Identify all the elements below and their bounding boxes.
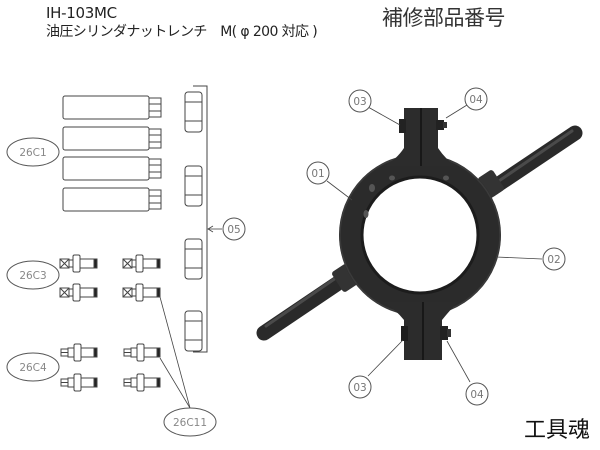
nut: [184, 165, 203, 207]
hex-tip-bolts: [60, 343, 161, 392]
square-head-bolt: [122, 283, 161, 302]
square-head-bolt: [59, 254, 98, 273]
svg-text:04: 04: [470, 389, 484, 401]
square-head-bolt: [122, 254, 161, 273]
nut-wrench: [256, 108, 583, 360]
svg-text:05: 05: [227, 224, 240, 236]
svg-text:02: 02: [547, 254, 560, 266]
svg-text:26C4: 26C4: [19, 362, 47, 374]
nuts-bracket: [193, 85, 208, 353]
label-02: 02: [542, 247, 566, 271]
leader-26C11-b: [159, 357, 191, 409]
label-01: 01: [306, 161, 330, 185]
label-26C4: 26C4: [6, 352, 60, 382]
arrow-05: [207, 225, 214, 233]
label-04-top: 04: [464, 87, 488, 111]
svg-text:01: 01: [311, 168, 324, 180]
svg-text:03: 03: [353, 96, 366, 108]
long-bolt: [62, 187, 162, 212]
long-bolts-group: [62, 95, 162, 212]
label-03-top: 03: [348, 89, 372, 113]
label-26C3: 26C3: [6, 260, 60, 290]
top-lug: [384, 108, 456, 166]
label-05: 05: [222, 217, 246, 241]
svg-text:26C1: 26C1: [19, 147, 46, 159]
long-bolt: [62, 95, 162, 120]
nuts-group: [184, 91, 203, 352]
label-26C11: 26C11: [163, 407, 217, 437]
label-26C1: 26C1: [6, 137, 60, 167]
label-03-bottom: 03: [348, 375, 372, 399]
nut: [184, 310, 203, 352]
long-bolt: [62, 126, 162, 151]
bottom-lug: [384, 302, 458, 360]
hex-tip-bolt: [123, 373, 161, 392]
model-number: IH-103MC: [46, 4, 117, 22]
long-bolt: [62, 156, 162, 181]
hex-tip-bolt: [123, 343, 161, 362]
svg-text:26C3: 26C3: [19, 270, 46, 282]
wrench-leaders: [326, 104, 543, 383]
leader-26C11-a: [159, 296, 191, 409]
square-head-bolts: [59, 254, 161, 302]
brand-logo-text: 工具魂: [524, 418, 591, 443]
handle-upper-right: [482, 125, 583, 198]
page-heading: 補修部品番号: [382, 6, 506, 30]
hex-tip-bolt: [60, 343, 98, 362]
product-name: 油圧シリンダナットレンチ M( φ 200 対応 ): [46, 24, 318, 40]
svg-text:26C11: 26C11: [173, 417, 207, 429]
svg-text:03: 03: [353, 382, 366, 394]
hex-tip-bolt: [60, 373, 98, 392]
square-head-bolt: [59, 283, 98, 302]
nut: [184, 238, 203, 280]
nut: [184, 91, 203, 133]
label-04-bottom: 04: [465, 382, 489, 406]
handle-lower-left: [256, 267, 358, 341]
svg-text:04: 04: [469, 94, 483, 106]
